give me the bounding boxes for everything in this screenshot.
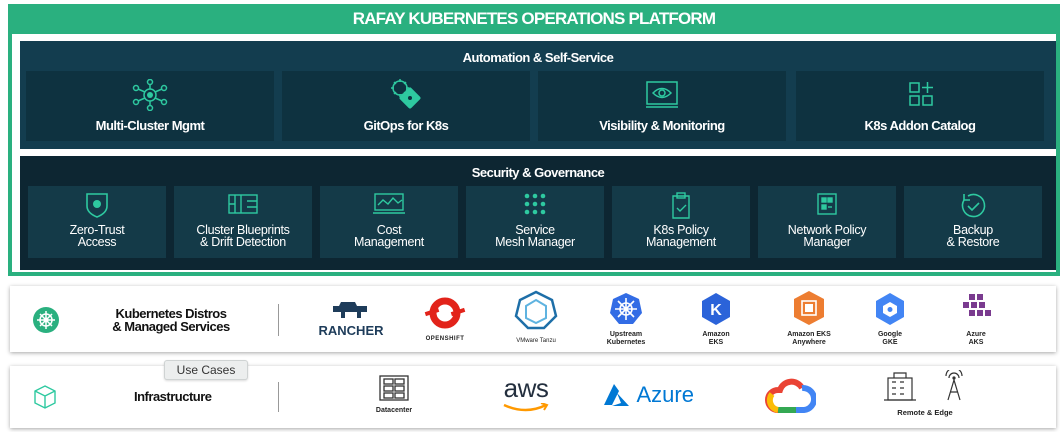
upstream-kubernetes-caption: Upstream Kubernetes xyxy=(606,331,646,346)
tile-addon-catalog[interactable]: K8s Addon Catalog xyxy=(796,71,1044,141)
use-cases-tooltip: Use Cases xyxy=(164,360,248,380)
tile-multi-cluster[interactable]: Multi-Cluster Mgmt xyxy=(26,71,274,141)
google-cloud-logo xyxy=(760,376,820,421)
automation-section: Automation & Self-Service Multi-Cluster … xyxy=(20,41,1056,149)
upstream-kubernetes-logo: Upstream Kubernetes xyxy=(596,292,656,347)
rancher-caption: RANCHER xyxy=(318,323,384,338)
amazon-eks-anywhere-logo: Amazon EKS Anywhere xyxy=(774,290,844,347)
amazon-eks-anywhere-caption: Amazon EKS Anywhere xyxy=(787,331,831,346)
tile-label: Zero-Trust Access xyxy=(69,223,125,249)
tile-label: Network Policy Manager xyxy=(787,223,867,249)
distros-label: Kubernetes Distros & Managed Services xyxy=(112,306,230,334)
tile-label: Visibility & Monitoring xyxy=(599,118,725,133)
tile-label: Cost Management xyxy=(354,223,424,249)
tile-label: K8s Policy Management xyxy=(646,223,716,249)
tile-gitops[interactable]: GitOps for K8s xyxy=(282,71,530,141)
cluster-network-icon xyxy=(132,78,168,116)
tile-label: Multi-Cluster Mgmt xyxy=(95,118,205,133)
tile-label: GitOps for K8s xyxy=(363,118,449,133)
datacenter-logo: Datacenter xyxy=(364,374,424,415)
catalog-grid-icon xyxy=(902,79,938,116)
amazon-eks-caption: Amazon EKS xyxy=(702,331,730,346)
azure-aks-logo: Azure AKS xyxy=(948,292,1004,347)
aws-wordmark: aws xyxy=(503,373,549,403)
tile-network-policy[interactable]: Network Policy Manager xyxy=(758,186,896,258)
shield-icon xyxy=(83,192,111,223)
gitops-icon xyxy=(388,79,424,116)
remote-edge-logo: Remote & Edge xyxy=(870,367,980,417)
google-gke-logo: Google GKE xyxy=(862,292,918,347)
tanzu-caption: VMware Tanzu xyxy=(516,338,556,344)
blueprint-icon xyxy=(227,192,259,221)
datacenter-caption: Datacenter xyxy=(375,407,413,414)
tile-visibility[interactable]: Visibility & Monitoring xyxy=(538,71,786,141)
azure-wordmark: Azure xyxy=(636,382,694,407)
tile-label: K8s Addon Catalog xyxy=(864,118,976,133)
kubernetes-helm-icon xyxy=(32,306,60,339)
tile-label: Service Mesh Manager xyxy=(495,223,575,249)
rancher-logo: RANCHER xyxy=(316,300,386,338)
network-policy-icon xyxy=(815,192,839,221)
eye-monitor-icon xyxy=(644,79,680,116)
tile-label: Cluster Blueprints & Drift Detection xyxy=(196,223,290,249)
svg-text:K: K xyxy=(710,302,722,319)
tile-cost[interactable]: Cost Management xyxy=(320,186,458,258)
cube-icon xyxy=(32,384,58,415)
policy-document-icon xyxy=(670,192,692,225)
tile-service-mesh[interactable]: Service Mesh Manager xyxy=(466,186,604,258)
tile-label: Backup & Restore xyxy=(946,223,1000,249)
mesh-dots-icon xyxy=(523,192,547,221)
backup-check-icon xyxy=(959,192,987,225)
tile-blueprints[interactable]: Cluster Blueprints & Drift Detection xyxy=(174,186,312,258)
platform-inner: Automation & Self-Service Multi-Cluster … xyxy=(12,34,1056,272)
automation-title: Automation & Self-Service xyxy=(462,50,614,65)
tile-k8s-policy[interactable]: K8s Policy Management xyxy=(612,186,750,258)
azure-aks-caption: Azure AKS xyxy=(966,331,986,346)
divider xyxy=(278,382,279,412)
remote-edge-caption: Remote & Edge xyxy=(897,408,953,417)
distros-row: Kubernetes Distros & Managed Services RA… xyxy=(10,286,1056,352)
platform-frame: RAFAY KUBERNETES OPERATIONS PLATFORM Aut… xyxy=(8,4,1060,276)
openshift-caption: OPENSHIFT xyxy=(425,336,465,342)
amazon-eks-logo: K Amazon EKS xyxy=(686,292,746,347)
tile-backup[interactable]: Backup & Restore xyxy=(904,186,1042,258)
cost-monitor-icon xyxy=(372,192,406,221)
divider xyxy=(278,304,279,336)
tile-zero-trust[interactable]: Zero-Trust Access xyxy=(28,186,166,258)
tanzu-logo: VMware Tanzu xyxy=(502,290,570,345)
openshift-logo: OPENSHIFT xyxy=(414,296,476,343)
platform-title: RAFAY KUBERNETES OPERATIONS PLATFORM xyxy=(352,9,716,28)
aws-logo: aws xyxy=(494,373,558,418)
security-title: Security & Governance xyxy=(471,165,605,180)
azure-logo: Azure xyxy=(602,382,712,408)
security-section: Security & Governance Zero-Trust Access … xyxy=(20,156,1056,270)
infrastructure-label: Infrastructure xyxy=(134,389,212,404)
google-gke-caption: Google GKE xyxy=(877,331,903,346)
